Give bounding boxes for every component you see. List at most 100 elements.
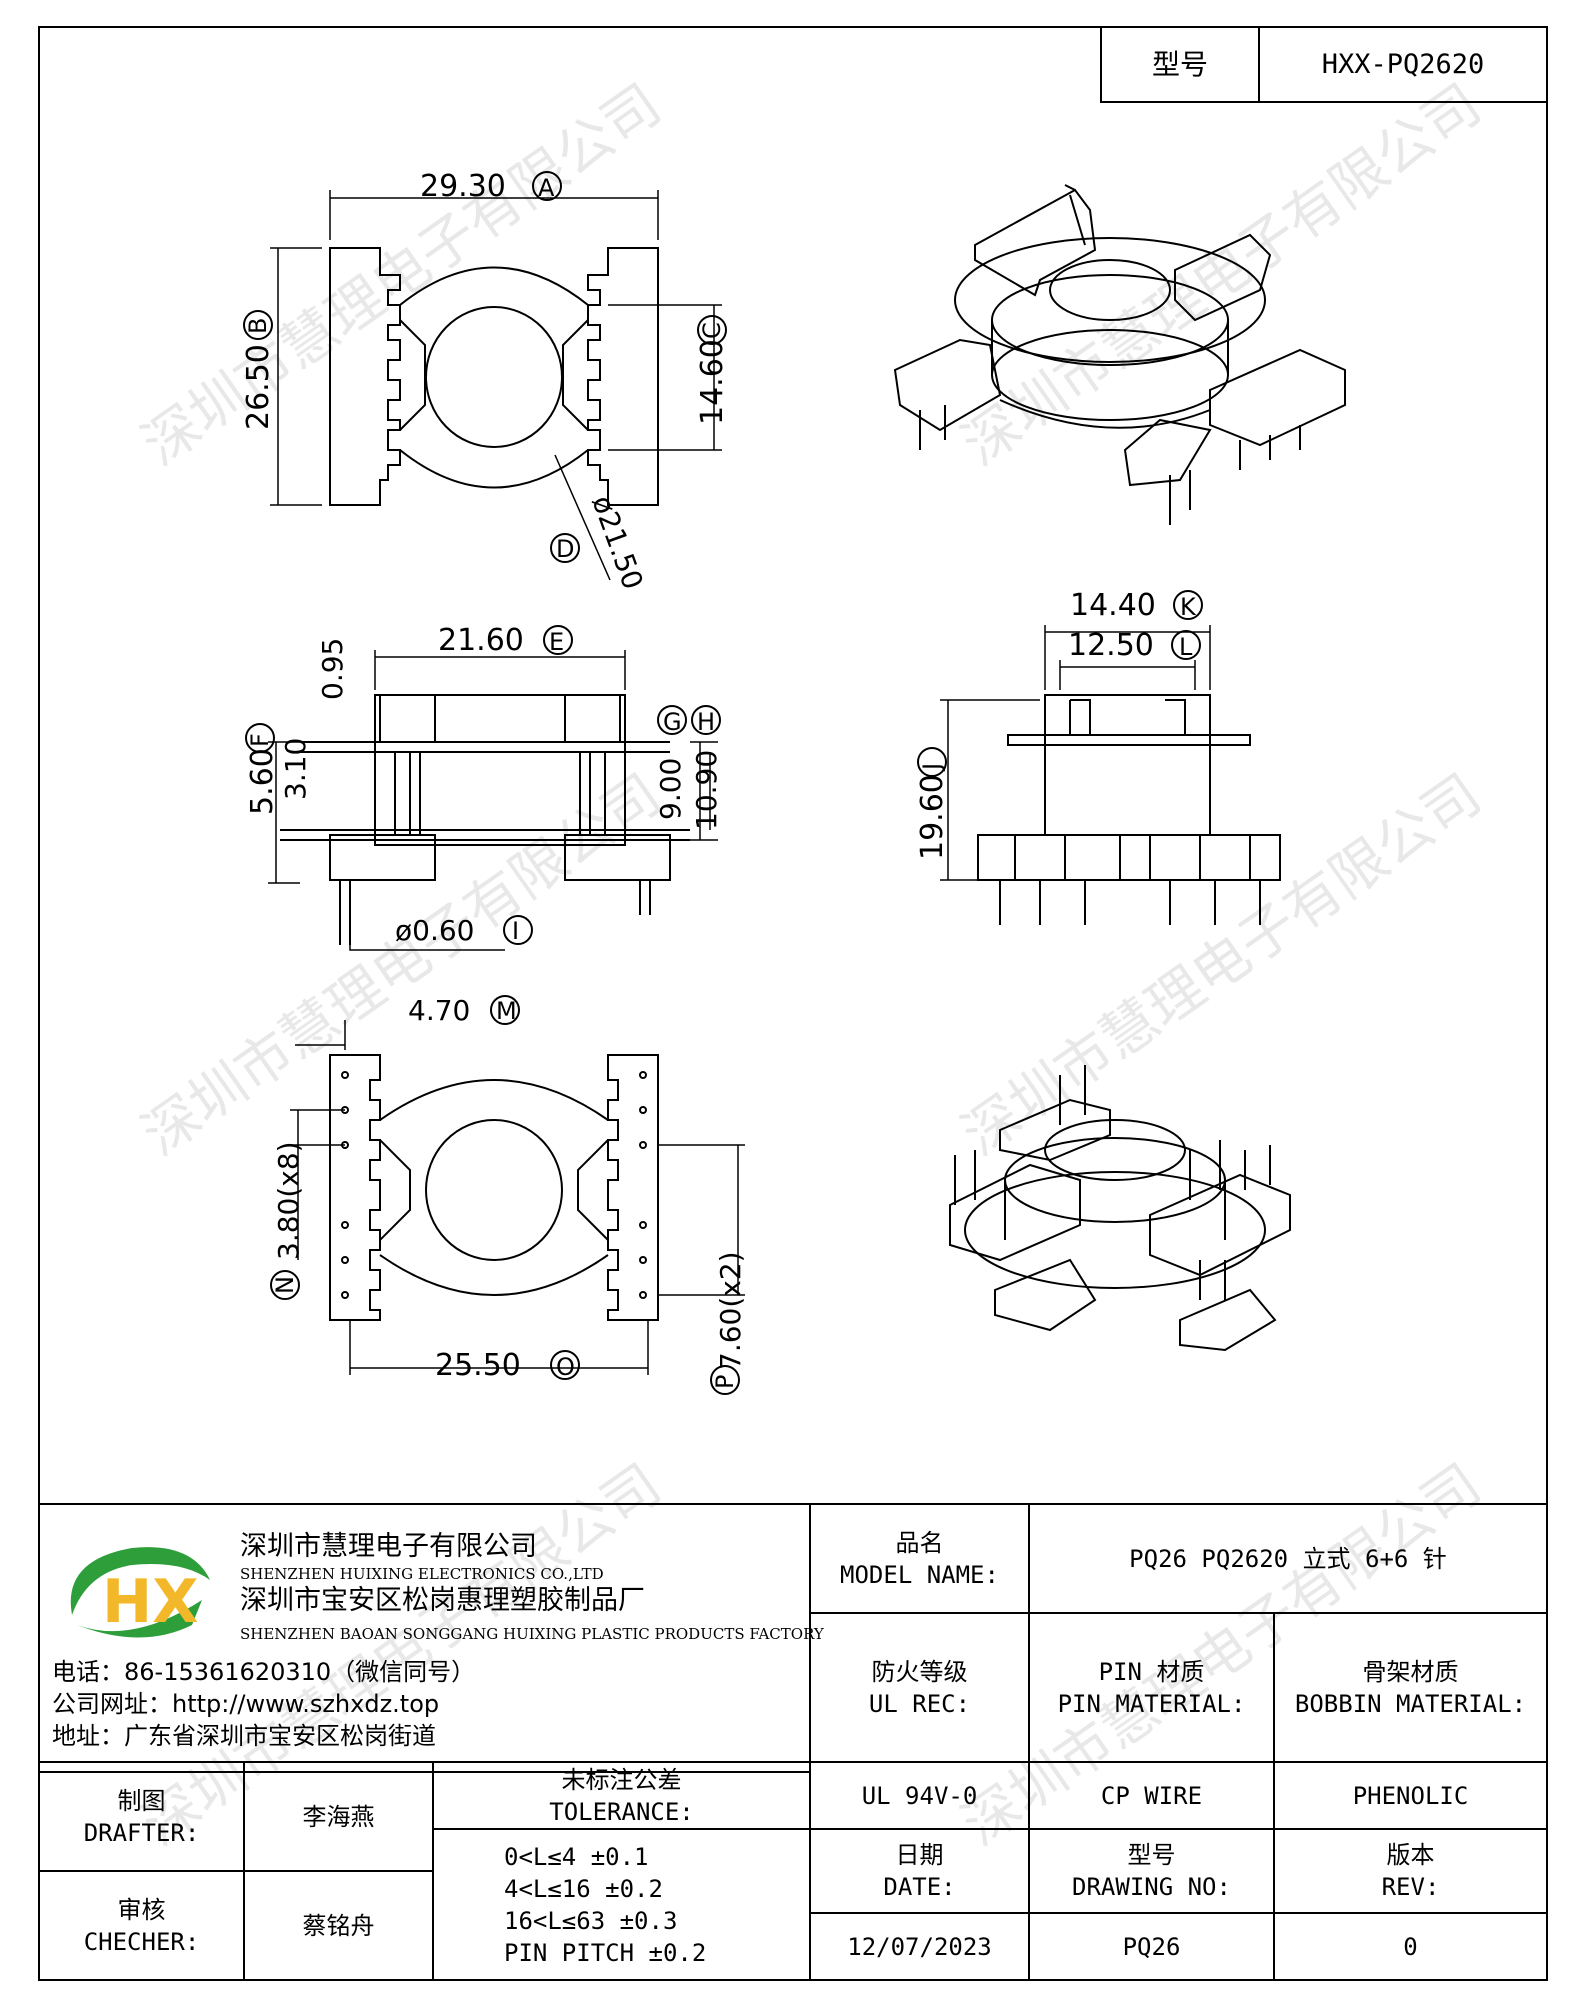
dim-k-mark: K [1180,593,1197,621]
dim-i-value: ø0.60 [395,914,474,947]
drafter-en: DRAFTER: [83,1818,200,1847]
ul-label-cell: 防火等级 UL REC: [809,1612,1030,1763]
dim-e-mark: E [549,628,564,656]
date-cn: 日期 [895,1841,944,1869]
bobbin-cn: 骨架材质 [1362,1657,1459,1686]
dim-c-mark: C [698,322,726,339]
company-phone: 电话：86-15361620310（微信同号） [52,1658,476,1686]
logo-icon: HX [70,1547,210,1638]
dim-h-mark: H [697,708,715,736]
drafter-name: 李海燕 [302,1802,375,1831]
dim-o-mark: O [556,1353,575,1381]
iso-view-bottom [949,1065,1291,1352]
company-website: 公司网址：http://www.szhxdz.top [52,1690,440,1718]
bobbin-value-cell: PHENOLIC [1273,1761,1548,1830]
drawing-value: PQ26 [1122,1932,1181,1961]
header-model-label: 型号 [1151,47,1208,81]
dim-c-value: 14.60 [695,339,730,425]
dim-n-value: 3.80(x8) [272,1141,305,1260]
company-name-cn: 深圳市慧理电子有限公司 [240,1531,537,1562]
technical-drawing: 29.30 A 26.50 B 14.60 C ø21.50 D [241,169,1346,1395]
dim-g-mark: G [663,708,682,736]
date-en: DATE: [883,1873,956,1901]
dim-h-value: 10.90 [690,750,723,830]
ul-en: UL REC: [868,1689,971,1718]
ul-value: UL 94V-0 [861,1781,978,1810]
model-name-en: MODEL NAME: [840,1560,999,1589]
dim-top-gap: 0.95 [316,638,349,700]
drafter-cn: 制图 [117,1786,166,1815]
contact-info: 电话：86-15361620310（微信同号） 公司网址：http://www.… [52,1656,475,1752]
dim-j-value: 19.60 [915,774,950,860]
dim-k-value: 14.40 [1070,588,1156,623]
dim-n-mark: N [271,1276,299,1294]
company-name-en: SHENZHEN HUIXING ELECTRONICS CO.,LTD [240,1565,604,1583]
date-value-cell: 12/07/2023 [809,1912,1030,1981]
tolerance-en: TOLERANCE: [549,1797,694,1826]
tolerance-row: PIN PITCH ±0.2 [504,1938,707,1967]
ul-value-cell: UL 94V-0 [809,1761,1030,1830]
rev-en: REV: [1381,1873,1440,1901]
logo-text: HX [102,1567,198,1637]
drawing-cn: 型号 [1127,1841,1176,1869]
rev-cn: 版本 [1386,1841,1435,1869]
tolerance-row: 0<L≤4 ±0.1 [504,1842,649,1871]
dim-l-mark: L [1179,633,1193,661]
pin-value-cell: CP WIRE [1028,1761,1275,1830]
pin-en: PIN MATERIAL: [1057,1689,1246,1718]
dim-a-value: 29.30 [420,169,506,204]
drafter-name-cell: 李海燕 [243,1761,434,1872]
dim-f-inner: 3.10 [279,738,312,800]
rev-value-cell: 0 [1273,1912,1548,1981]
model-name-value: PQ26 PQ2620 立式 6+6 针 [1129,1544,1447,1573]
company-names: 深圳市慧理电子有限公司 SHENZHEN HUIXING ELECTRONICS… [240,1530,824,1644]
iso-view-top [893,184,1346,525]
checker-name-cell: 蔡铭舟 [243,1870,434,1981]
dim-f-value: 5.60 [245,748,280,815]
bobbin-label-cell: 骨架材质 BOBBIN MATERIAL: [1273,1612,1548,1763]
date-label-cell: 日期 DATE: [809,1828,1030,1914]
header-model-value-cell: HXX-PQ2620 [1258,26,1548,103]
drawing-label-cell: 型号 DRAWING NO: [1028,1828,1275,1914]
front-view: 14.40 K 12.50 L 19.60 J [915,588,1281,925]
tolerance-label-cell: 未标注公差 TOLERANCE: [432,1761,811,1830]
dim-m-mark: M [496,997,517,1025]
pin-value: CP WIRE [1100,1781,1203,1810]
dim-p-value: 7.60(x2) [714,1251,747,1370]
tolerance-row: 4<L≤16 ±0.2 [504,1874,663,1903]
model-name-label-cell: 品名 MODEL NAME: [809,1503,1030,1614]
side-view: 21.60 E 0.95 5.60 F 3.10 G H 9.00 10.90 … [245,623,723,951]
bottom-view: 4.70 M 3.80(x8) N 25.50 O 7.60(x2) P [270,994,747,1395]
dim-e-value: 21.60 [438,623,524,658]
top-view: 29.30 A 26.50 B 14.60 C ø21.50 D [241,169,730,594]
rev-value: 0 [1403,1932,1418,1961]
rev-label-cell: 版本 REV: [1273,1828,1548,1914]
drafter-label-cell: 制图 DRAFTER: [38,1761,245,1872]
checker-cn: 审核 [117,1895,166,1924]
company-logo: HX [52,1530,217,1650]
dim-d-value: ø21.50 [585,491,649,594]
date-value: 12/07/2023 [847,1932,992,1961]
bobbin-en: BOBBIN MATERIAL: [1294,1689,1527,1718]
bobbin-value: PHENOLIC [1352,1781,1469,1810]
dim-i-mark: I [512,917,519,945]
dim-j-mark: J [918,763,946,772]
dim-p-mark: P [711,1375,739,1389]
checker-en: CHECHER: [83,1927,200,1956]
drawing-value-cell: PQ26 [1028,1912,1275,1981]
model-name-cn: 品名 [895,1528,944,1557]
dim-o-value: 25.50 [435,1348,521,1383]
dim-d-mark: D [556,535,574,563]
model-name-value-cell: PQ26 PQ2620 立式 6+6 针 [1028,1503,1548,1614]
dim-b-value: 26.50 [241,344,276,430]
dim-f-mark: F [246,733,274,747]
ul-cn: 防火等级 [871,1657,968,1686]
dim-l-value: 12.50 [1068,628,1154,663]
factory-name-cn: 深圳市宝安区松岗惠理塑胶制品厂 [240,1585,645,1616]
drawing-en: DRAWING NO: [1072,1873,1231,1901]
dim-m-value: 4.70 [408,994,470,1027]
dim-g-value: 9.00 [654,758,687,820]
dim-b-mark: B [244,318,272,334]
checker-label-cell: 审核 CHECHER: [38,1870,245,1981]
tolerance-rows-cell: 0<L≤4 ±0.1 4<L≤16 ±0.2 16<L≤63 ±0.3 PIN … [432,1828,811,1981]
